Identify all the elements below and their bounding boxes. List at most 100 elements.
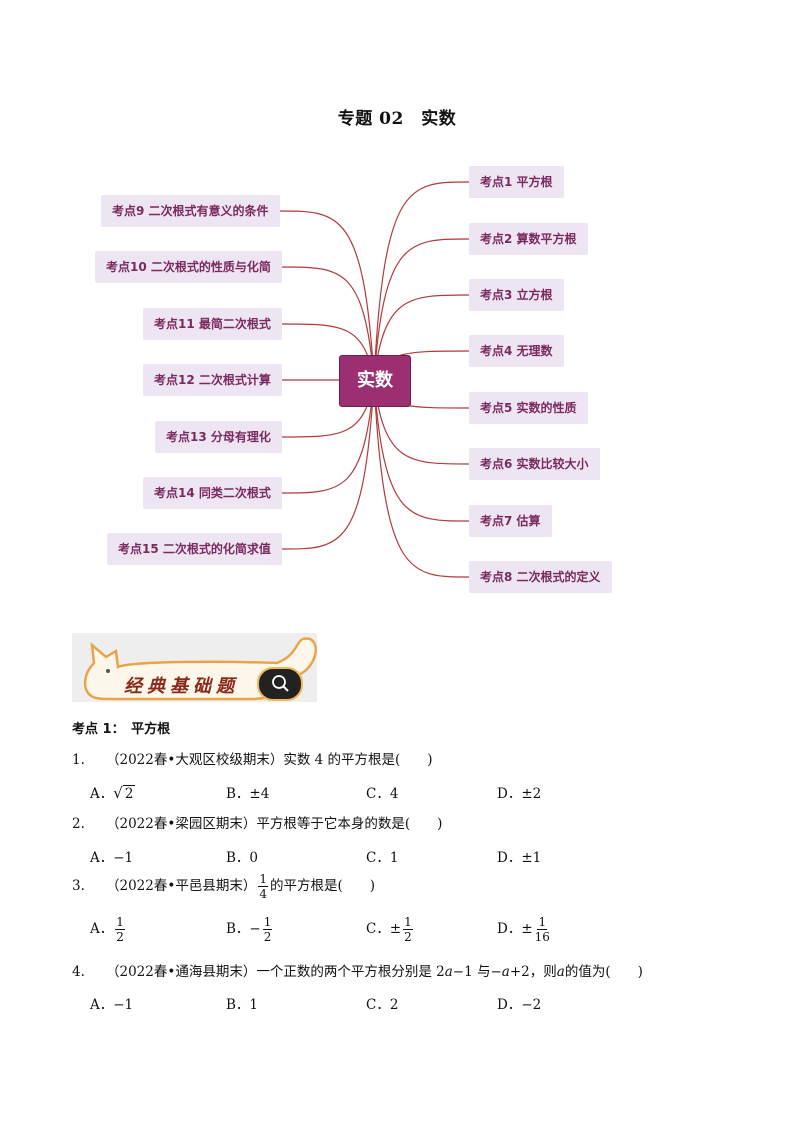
option-label: A． bbox=[90, 850, 114, 866]
option-label: A． bbox=[90, 997, 114, 1013]
option-value: 2 bbox=[122, 785, 136, 802]
option-label: D． bbox=[497, 850, 522, 866]
option-value: ±4 bbox=[249, 786, 270, 802]
option-label: B． bbox=[226, 921, 250, 937]
mindmap-connector bbox=[373, 294, 470, 381]
option-d: D．±2 bbox=[497, 782, 541, 802]
option-value: −1 bbox=[113, 850, 134, 866]
mindmap-node-kaodian7: 考点7 估算 bbox=[469, 505, 552, 537]
denominator: 2 bbox=[263, 930, 272, 944]
mindmap-connector bbox=[281, 379, 375, 550]
option-d: D．±1 bbox=[497, 846, 541, 866]
page-title: 专题 02 实数 bbox=[337, 109, 457, 129]
question-text: 的平方根是( ) bbox=[269, 878, 376, 894]
question-text: −1 与− bbox=[452, 964, 502, 980]
option-label: C． bbox=[366, 786, 390, 802]
variable-a: a bbox=[444, 964, 453, 980]
option-label: B． bbox=[226, 997, 250, 1013]
mindmap-node-kaodian13: 考点13 分母有理化 bbox=[155, 421, 282, 453]
option-sign: ± bbox=[389, 921, 402, 937]
question-source: （2022春•梁园区期末） bbox=[106, 816, 257, 832]
mindmap-connector bbox=[373, 181, 470, 381]
question-number: 3. bbox=[72, 878, 85, 894]
option-label: C． bbox=[366, 850, 390, 866]
option-label: C． bbox=[366, 997, 390, 1013]
question-text: 实数 4 的平方根是( ) bbox=[283, 752, 433, 768]
mindmap-node-kaodian6: 考点6 实数比较大小 bbox=[469, 448, 600, 480]
option-value: ±1 bbox=[521, 850, 542, 866]
denominator: 2 bbox=[116, 930, 124, 944]
mindmap-node-kaodian12: 考点12 二次根式计算 bbox=[143, 364, 282, 396]
mindmap-node-kaodian5: 考点5 实数的性质 bbox=[469, 392, 588, 424]
numerator: 1 bbox=[537, 915, 548, 930]
denominator: 16 bbox=[534, 930, 550, 944]
option-label: C． bbox=[366, 921, 390, 937]
question-number: 1. bbox=[72, 752, 85, 768]
option-a: A．−1 bbox=[90, 846, 133, 866]
mindmap-connector bbox=[281, 379, 375, 494]
variable-a: a bbox=[501, 964, 510, 980]
mindmap-connector bbox=[373, 238, 470, 381]
question-source: （2022春•通海县期末） bbox=[106, 964, 257, 980]
option-label: A． bbox=[90, 786, 114, 802]
option-b: B．0 bbox=[226, 846, 258, 866]
mindmap-node-kaodian11: 考点11 最简二次根式 bbox=[143, 308, 282, 340]
question-1: 1. （2022春•大观区校级期末）实数 4 的平方根是( ) bbox=[72, 748, 433, 768]
option-label: D． bbox=[497, 921, 522, 937]
option-sign: − bbox=[249, 921, 261, 937]
numerator: 1 bbox=[115, 915, 125, 930]
option-a: A．−1 bbox=[90, 993, 133, 1013]
mindmap-node-kaodian3: 考点3 立方根 bbox=[469, 279, 564, 311]
denominator: 4 bbox=[259, 887, 267, 901]
question-2: 2. （2022春•梁园区期末）平方根等于它本身的数是( ) bbox=[72, 812, 442, 832]
question-text: 平方根等于它本身的数是( ) bbox=[256, 816, 443, 832]
question-number: 4. bbox=[72, 964, 85, 980]
mindmap-node-kaodian2: 考点2 算数平方根 bbox=[469, 223, 588, 255]
mindmap-connector bbox=[281, 266, 375, 381]
option-value: 4 bbox=[389, 786, 399, 802]
numerator: 1 bbox=[262, 915, 273, 930]
option-b: B．1 bbox=[226, 993, 258, 1013]
section-heading: 考点 1： 平方根 bbox=[72, 722, 171, 737]
option-value: −1 bbox=[113, 997, 134, 1013]
mindmap-node-kaodian10: 考点10 二次根式的性质与化简 bbox=[95, 251, 282, 283]
mindmap-node-kaodian1: 考点1 平方根 bbox=[469, 166, 564, 198]
option-b: B．±4 bbox=[226, 782, 269, 802]
option-c: C．4 bbox=[366, 782, 398, 802]
option-c: C．1 bbox=[366, 846, 398, 866]
variable-a: a bbox=[556, 964, 565, 980]
question-source: （2022春•大观区校级期末） bbox=[106, 752, 284, 768]
option-value: 2 bbox=[389, 997, 399, 1013]
option-a: A．√2 bbox=[90, 784, 136, 802]
mindmap-node-kaodian15: 考点15 二次根式的化简求值 bbox=[107, 533, 282, 565]
mindmap-node-kaodian9: 考点9 二次根式有意义的条件 bbox=[101, 195, 280, 227]
mindmap-center-node: 实数 bbox=[339, 355, 411, 407]
denominator: 2 bbox=[404, 930, 412, 944]
mindmap-node-kaodian8: 考点8 二次根式的定义 bbox=[469, 561, 612, 593]
option-value: ±2 bbox=[521, 786, 542, 802]
option-label: B． bbox=[226, 786, 250, 802]
option-value: −2 bbox=[521, 997, 542, 1013]
question-number: 2. bbox=[72, 816, 85, 832]
mindmap-connector bbox=[373, 379, 470, 578]
mindmap-node-kaodian4: 考点4 无理数 bbox=[469, 335, 564, 367]
search-icon bbox=[257, 667, 303, 701]
question-4: 4.（2022春•通海县期末）一个正数的两个平方根分别是 2a−1 与−a+2，… bbox=[72, 960, 643, 980]
numerator: 1 bbox=[258, 872, 268, 887]
question-text: 一个正数的两个平方根分别是 2 bbox=[256, 964, 445, 980]
mindmap-connector bbox=[279, 210, 375, 381]
option-d: D．−2 bbox=[497, 993, 541, 1013]
option-label: D． bbox=[497, 786, 522, 802]
option-value: 0 bbox=[249, 850, 259, 866]
option-label: A． bbox=[90, 921, 114, 937]
numerator: 1 bbox=[403, 915, 413, 930]
